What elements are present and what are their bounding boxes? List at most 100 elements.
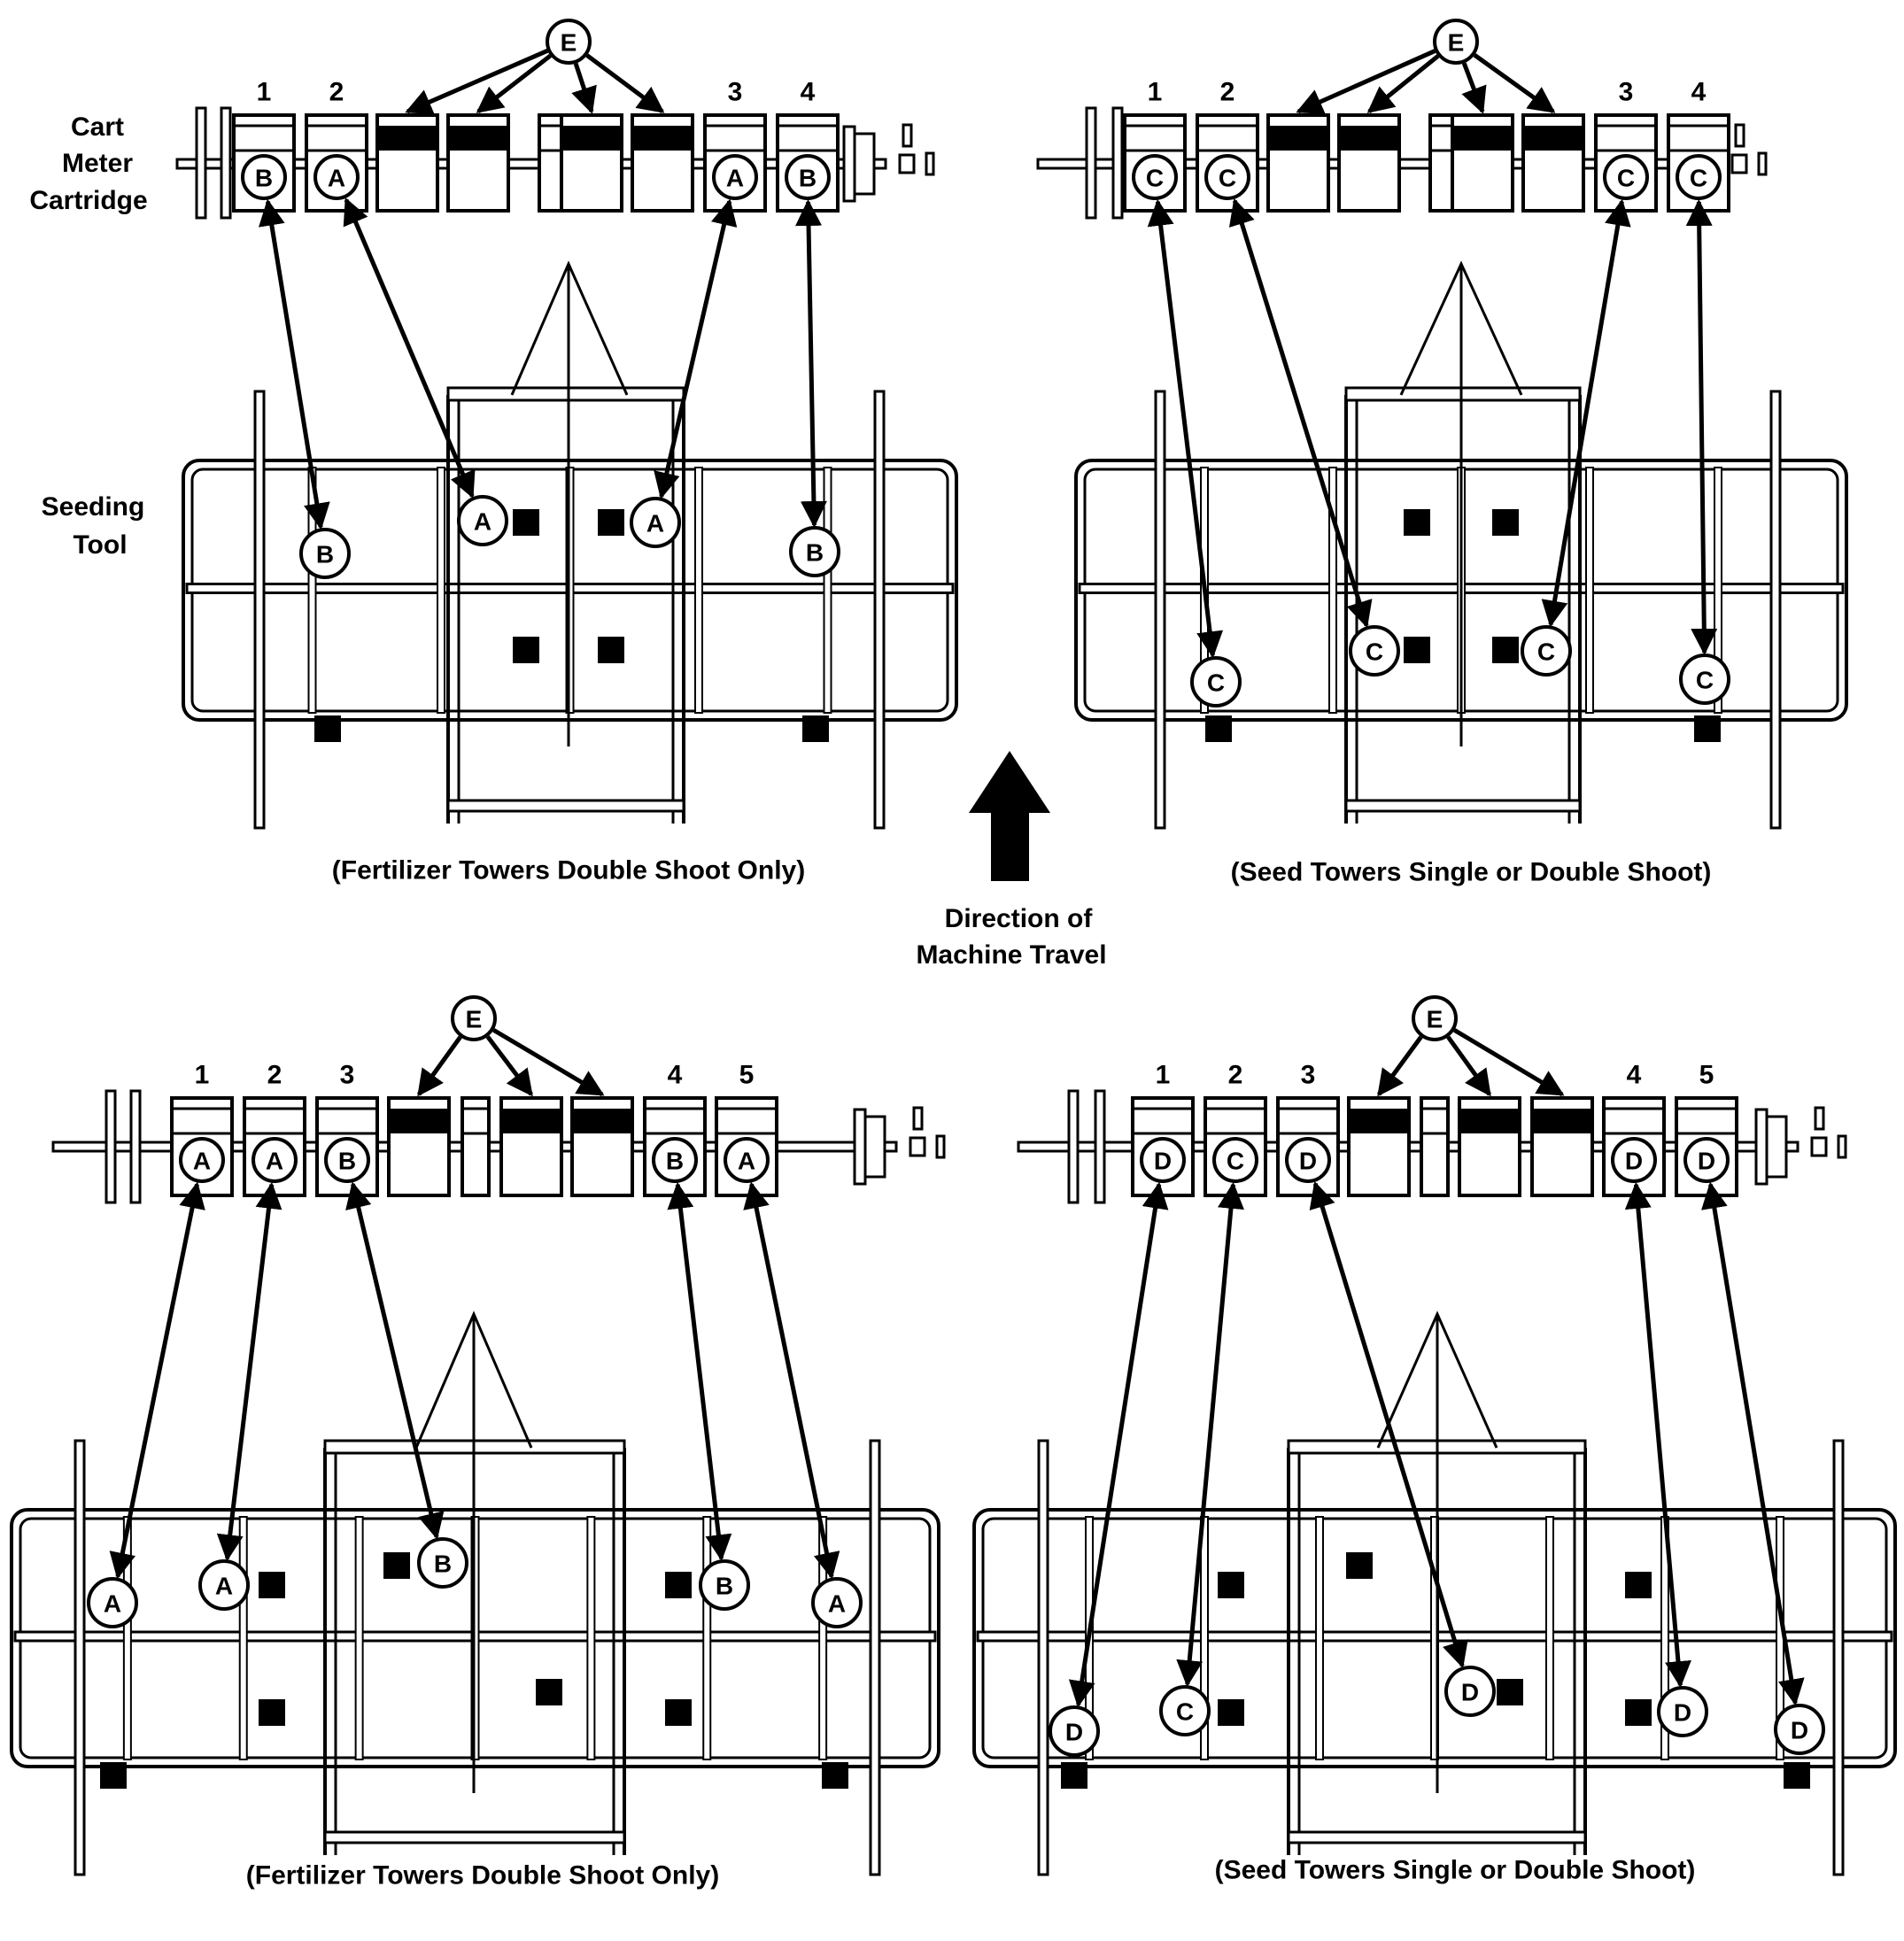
cartridge-letter-1-letter: C	[1146, 165, 1164, 192]
hose-route-arrow-5	[743, 1181, 840, 1580]
wing-post-1	[74, 1439, 86, 1876]
callout-e-circle	[546, 19, 592, 65]
cartridge-letter-2-circle	[252, 1137, 298, 1183]
cartridge-letter-2-letter: A	[266, 1148, 283, 1175]
callout-e-letter: E	[1448, 29, 1465, 57]
callout-e-arrow-3	[571, 62, 597, 114]
hose-route-arrow-2	[216, 1181, 283, 1562]
cartridge-blocked-band	[632, 126, 693, 151]
meter-section	[387, 1096, 451, 1197]
cartridge-letter-3: B	[324, 1137, 370, 1183]
callout-e-arrow-1	[1296, 49, 1436, 114]
cartridge-number-3: 3	[340, 1061, 355, 1090]
callout-e-arrow-3	[492, 1028, 605, 1097]
tower-letter-4-letter: B	[806, 539, 824, 567]
cartridge-blocked-band	[1523, 126, 1583, 151]
cartridge-letter-4-letter: B	[666, 1148, 684, 1175]
cartridge-letter-2: A	[252, 1137, 298, 1183]
cartridge-letter-1-circle	[1140, 1137, 1186, 1183]
cartridge-letter-4-circle	[785, 154, 831, 200]
cartridge-number-4: 4	[668, 1061, 683, 1090]
tower-letter-4: B	[699, 1559, 750, 1611]
tower-letter-2-letter: A	[474, 508, 491, 536]
cartridge-blocked-band	[1339, 126, 1399, 151]
end-plate-1	[195, 106, 207, 220]
tool-frame-rib	[354, 1516, 364, 1760]
drive-flange	[842, 125, 856, 203]
drive-key-top	[1814, 1106, 1825, 1131]
meter-section	[1347, 1096, 1411, 1197]
hose-route-arrow-3	[1309, 1180, 1468, 1669]
tower-letter-1-letter: D	[1065, 1719, 1083, 1746]
end-plate-2	[220, 106, 232, 220]
drive-key-top	[1734, 123, 1745, 148]
cartridge-number-5: 5	[739, 1061, 755, 1090]
opener-block	[1625, 1572, 1652, 1598]
meter-shaft	[175, 158, 887, 170]
cartridge-letter-2-letter: A	[328, 165, 345, 192]
opener-block	[1497, 1679, 1523, 1705]
cartridge-body	[1420, 1096, 1450, 1197]
callout-e-letter: E	[1427, 1006, 1443, 1033]
panel-caption: (Seed Towers Single or Double Shoot)	[1215, 1856, 1696, 1885]
opener-block	[1404, 637, 1430, 663]
cartridge-letter-4: B	[785, 154, 831, 200]
opener-block	[314, 715, 341, 742]
cartridge-letter-3-circle	[712, 154, 758, 200]
cartridge-letter-1-letter: D	[1154, 1148, 1172, 1175]
drive-pin	[935, 1134, 946, 1159]
drive-key-top	[902, 123, 913, 148]
drive-coupler	[1730, 153, 1748, 174]
cartridge-letter-1: A	[179, 1137, 225, 1183]
cartridge-letter-3-letter: C	[1617, 165, 1635, 192]
tower-letter-5-letter: A	[828, 1590, 846, 1618]
opener-block	[1492, 509, 1519, 536]
callout-e: E	[1412, 995, 1458, 1041]
meter-cartridge-5	[1675, 1096, 1738, 1197]
cartridge-letter-1: D	[1140, 1137, 1186, 1183]
cartridge-letter-2: A	[313, 154, 360, 200]
cartridge-blocked-band	[1268, 126, 1328, 151]
seeding-tool-label-line-1: Seeding	[42, 492, 145, 522]
cartridge-letter-2: C	[1212, 1137, 1258, 1183]
end-plate-2	[1111, 106, 1124, 220]
cart-meter-cartridge-label-line-2: Meter	[62, 149, 133, 178]
meter-section	[1337, 113, 1401, 213]
opener-block	[665, 1699, 692, 1726]
cartridge-body	[461, 1096, 491, 1197]
wing-post-2	[1769, 390, 1782, 830]
cartridge-letter-4-circle	[1676, 154, 1722, 200]
tower-letter-2: C	[1349, 625, 1400, 677]
cartridge-letter-4-letter: D	[1625, 1148, 1643, 1175]
callout-e-circle	[1412, 995, 1458, 1041]
hose-route-arrow-4	[795, 198, 827, 529]
cartridge-letter-1-letter: A	[193, 1148, 211, 1175]
callout-e-arrow-1	[1376, 1035, 1423, 1097]
direction-of-travel-indicator: Direction of Machine Travel	[916, 751, 1107, 970]
cartridge-letter-5: A	[724, 1137, 770, 1183]
tower-letter-3: B	[417, 1537, 468, 1589]
tower-letter-5: A	[811, 1577, 863, 1628]
tower-letter-2-letter: C	[1176, 1698, 1194, 1726]
callout-e-arrow-1	[416, 1035, 462, 1097]
panel-caption: (Seed Towers Single or Double Shoot)	[1231, 858, 1712, 887]
tower-letter-1-letter: A	[104, 1590, 121, 1618]
cartridge-letter-1-circle	[241, 154, 287, 200]
tool-frame-rib	[437, 467, 445, 714]
drive-pin	[1837, 1134, 1847, 1159]
cartridge-number-4: 4	[801, 78, 816, 107]
cartridge-blocked-band	[1459, 1109, 1520, 1133]
cartridge-letter-3-letter: B	[338, 1148, 356, 1175]
cartridge-letter-3-letter: D	[1299, 1148, 1317, 1175]
tower-letter-4-letter: D	[1674, 1699, 1691, 1727]
opener-block	[1784, 1762, 1810, 1789]
panel-caption: (Fertilizer Towers Double Shoot Only)	[332, 856, 805, 885]
callout-e-arrow-2	[476, 53, 552, 113]
cartridge-letter-4-circle	[652, 1137, 698, 1183]
cartridge-number-4: 4	[1691, 78, 1707, 107]
tower-letter-1: D	[1049, 1705, 1100, 1757]
seeding-tool-label: Seeding Tool	[42, 492, 145, 560]
cartridge-letter-1: C	[1132, 154, 1178, 200]
